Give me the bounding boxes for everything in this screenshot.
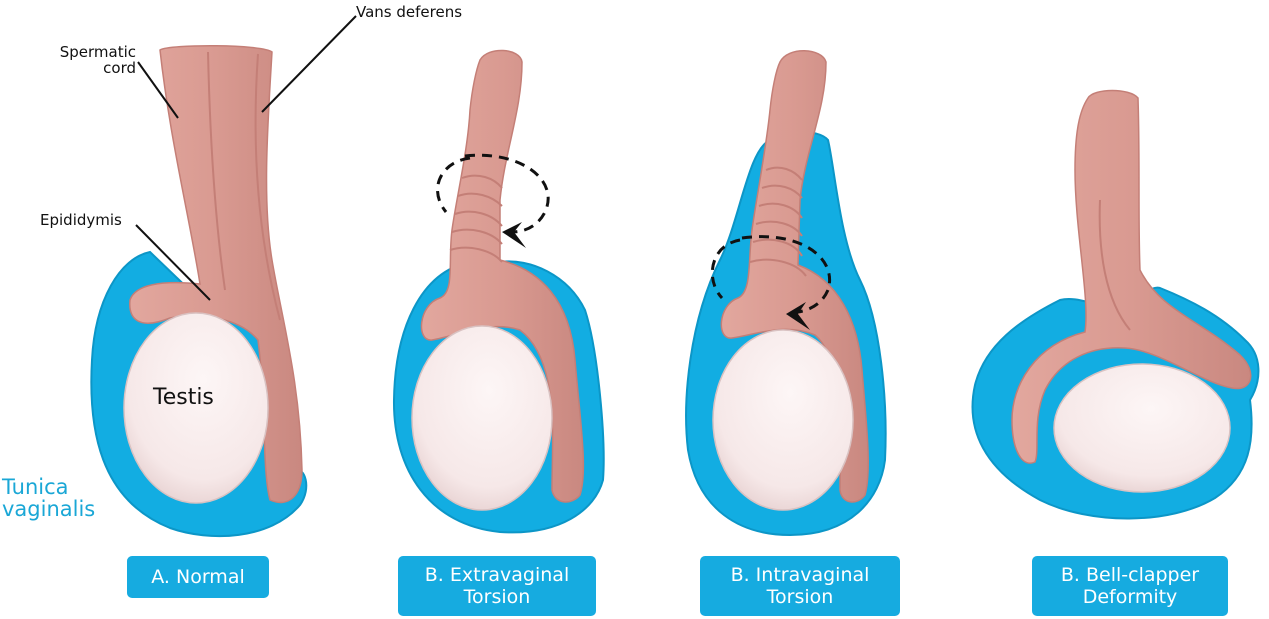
vas-deferens-pointer: [261, 15, 357, 113]
spermatic-cord-label-line1: Spermatic: [59, 43, 136, 61]
epididymis-pointer: [135, 224, 211, 301]
panel-label-extravaginal: B. Extravaginal Torsion: [398, 556, 596, 616]
twist-rings-intravaginal: [749, 166, 807, 277]
twist-rings-extravaginal: [449, 174, 503, 263]
panel-label-intravaginal: B. Intravaginal Torsion: [700, 556, 900, 616]
panel-extravaginal: [392, 49, 605, 534]
torsion-arrowhead-intravaginal: [786, 302, 810, 330]
cord-fold-line: [207, 51, 226, 291]
panel-label-extravaginal-line1: B. Extravaginal: [424, 564, 570, 586]
spermatic-cord-label: Spermatic cord: [36, 44, 136, 76]
tunica-label-line1: Tunica: [2, 475, 69, 499]
tunica-vaginalis-label: Tunica vaginalis: [2, 476, 95, 520]
testis-normal: [123, 312, 269, 504]
panel-label-extravaginal-line2: Torsion: [463, 586, 531, 608]
spermatic-cord-bell-clapper: [1011, 89, 1252, 464]
vas-deferens-label: Vans deferens: [356, 3, 463, 21]
panel-bell-clapper: [971, 89, 1260, 520]
vas-deferens-line: [254, 53, 281, 321]
panel-label-bell-clapper-line2: Deformity: [1082, 586, 1178, 608]
panel-label-bell-clapper: B. Bell-clapper Deformity: [1032, 556, 1228, 616]
panel-normal: [90, 15, 357, 538]
panel-label-normal: A. Normal: [127, 556, 269, 598]
testis-extravaginal: [411, 325, 553, 511]
panel-label-intravaginal-line1: B. Intravaginal: [730, 564, 870, 586]
epididymis-label: Epididymis: [40, 211, 122, 229]
panel-intravaginal: [685, 50, 887, 537]
torsion-arrow-extravaginal: [436, 153, 550, 234]
torsion-arrowhead-extravaginal: [502, 222, 526, 248]
panel-label-bell-clapper-line1: B. Bell-clapper: [1060, 564, 1200, 586]
cord-inner-groove: [1098, 199, 1131, 331]
testis-label: Testis: [153, 385, 214, 410]
tunica-label-line2: vaginalis: [2, 497, 96, 521]
spermatic-cord-normal: [129, 44, 303, 504]
spermatic-cord-pointer: [137, 61, 179, 119]
spermatic-cord-extravaginal: [420, 49, 585, 503]
torsion-arrow-intravaginal: [710, 235, 832, 314]
testis-bell-clapper: [1053, 363, 1231, 493]
panel-label-normal-line1: A. Normal: [151, 566, 245, 588]
spermatic-cord-label-line2: cord: [103, 59, 136, 77]
testis-intravaginal: [712, 329, 854, 511]
panel-label-intravaginal-line2: Torsion: [766, 586, 834, 608]
